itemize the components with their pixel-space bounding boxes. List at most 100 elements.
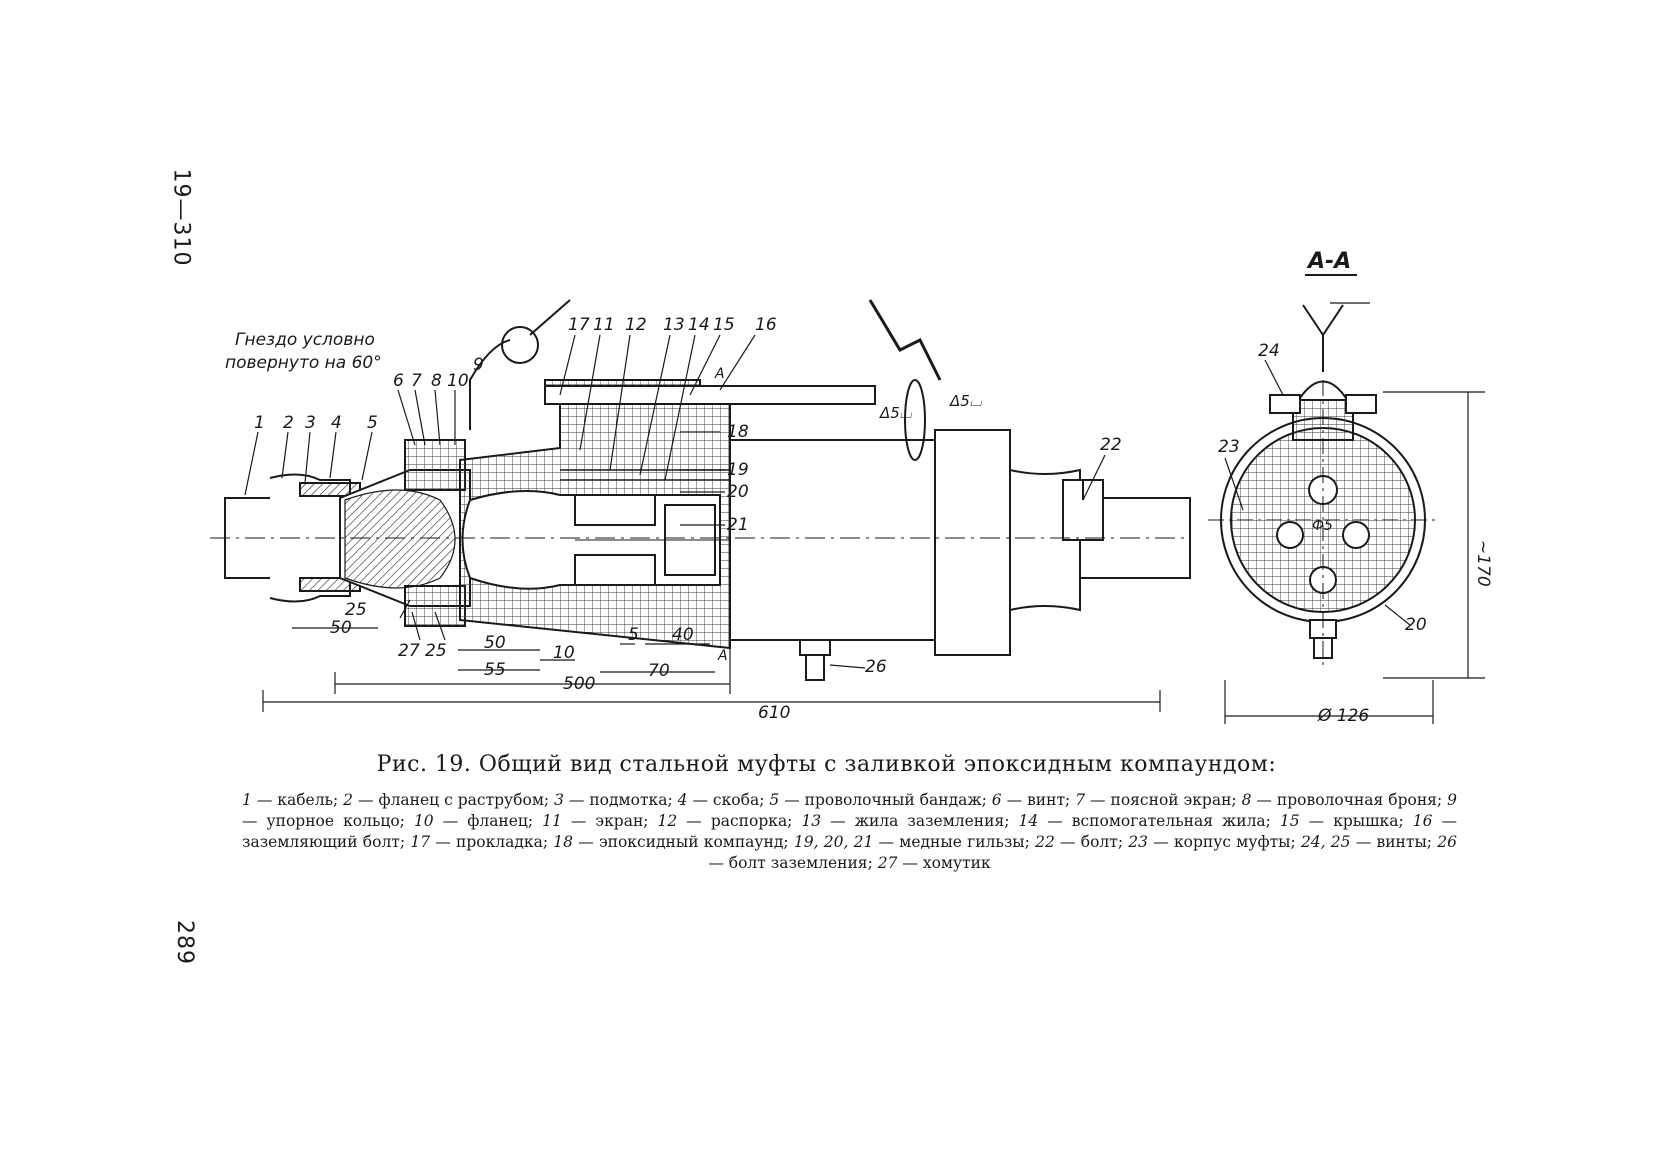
callout-24: 24 <box>1258 341 1280 361</box>
legend-item: 18 — эпоксидный компаунд; <box>553 833 794 851</box>
legend-number: 17 <box>410 833 431 851</box>
page-number: 289 <box>172 920 197 965</box>
legend-text: — крышка; <box>1299 812 1413 830</box>
note-line-2: повернуто на 60° <box>225 353 382 373</box>
dim-500: 500 <box>563 674 595 694</box>
callout-10: 10 <box>447 371 469 391</box>
legend-item: 6 — винт; <box>992 791 1075 809</box>
legend-text: — проволочный бандаж; <box>779 791 992 809</box>
dim-55: 55 <box>484 660 506 680</box>
legend-text: — упорное кольцо; <box>242 812 414 830</box>
legend-item: 14 — вспомогательная жила; <box>1019 812 1280 830</box>
callout-25: 25 <box>425 641 447 661</box>
callout-27: 27 <box>398 641 420 661</box>
callout-8: 8 <box>431 371 442 391</box>
dim-70: 70 <box>648 661 670 681</box>
legend-number: 24, 25 <box>1300 833 1351 851</box>
legend-text: — фланец с раструбом; <box>353 791 555 809</box>
dim-170: ~170 <box>1473 540 1493 587</box>
legend-number: 4 <box>677 791 688 809</box>
dim-50a: 50 <box>330 618 352 638</box>
legend-item: 16 — заземляющий болт; <box>242 812 1457 851</box>
callout-23: 23 <box>1218 437 1240 457</box>
callout-14: 14 <box>688 315 710 335</box>
legend-item: 7 — поясной экран; <box>1075 791 1241 809</box>
legend-text: — фланец; <box>433 812 543 830</box>
legend-item: 8 — проволочная броня; <box>1242 791 1448 809</box>
callout-15: 15 <box>713 315 735 335</box>
callout-16: 16 <box>755 315 777 335</box>
legend-text: — эпоксидный компаунд; <box>573 833 794 851</box>
legend-number: 18 <box>553 833 574 851</box>
callout-13: 13 <box>663 315 685 335</box>
dim-40: 40 <box>672 625 694 645</box>
legend-text: — экран; <box>561 812 658 830</box>
legend-text: — винт; <box>1001 791 1076 809</box>
legend-number: 9 <box>1447 791 1457 809</box>
legend-number: 1 <box>242 791 252 809</box>
legend-item: 1 — кабель; <box>242 791 343 809</box>
legend-item: 10 — фланец; <box>414 812 542 830</box>
legend-number: 22 <box>1035 833 1055 851</box>
figure-legend: 1 — кабель; 2 — фланец с раструбом; 3 — … <box>242 790 1457 874</box>
legend-number: 7 <box>1075 791 1086 809</box>
callout-3: 3 <box>305 413 316 433</box>
dim-50b: 50 <box>484 633 506 653</box>
callout-6: 6 <box>393 371 404 391</box>
callout-18: 18 <box>727 422 749 442</box>
legend-item: 27 — хомутик <box>878 854 991 872</box>
dim-610: 610 <box>758 703 790 723</box>
legend-number: 10 <box>413 812 434 830</box>
legend-number: 3 <box>554 791 564 809</box>
legend-number: 14 <box>1018 812 1039 830</box>
dim-10: 10 <box>553 643 575 663</box>
legend-text: — корпус муфты; <box>1148 833 1301 851</box>
callout-19: 19 <box>727 460 749 480</box>
legend-item: 17 — прокладка; <box>410 833 553 851</box>
legend-text: — распорка; <box>677 812 802 830</box>
legend-number: 2 <box>343 791 354 809</box>
legend-text: — болт; <box>1054 833 1129 851</box>
legend-text: — болт заземления; <box>708 854 878 872</box>
weld-mark-1: Δ5⌴ <box>879 404 913 422</box>
callout-7: 7 <box>411 371 422 391</box>
legend-text: — заземляющий болт; <box>242 812 1457 851</box>
legend-item: 26 — болт заземления; <box>708 833 1457 872</box>
legend-item: 4 — скоба; <box>678 791 770 809</box>
legend-number: 26 <box>1437 833 1457 851</box>
callout-20: 20 <box>727 482 749 502</box>
dim-126: Ø 126 <box>1317 706 1369 726</box>
callout-5: 5 <box>367 413 378 433</box>
legend-text: — поясной экран; <box>1085 791 1242 809</box>
legend-number: 19, 20, 21 <box>793 833 874 851</box>
legend-item: 23 — корпус муфты; <box>1128 833 1301 851</box>
dim-20: 20 <box>1405 615 1427 635</box>
legend-text: — кабель; <box>251 791 344 809</box>
legend-text: — скоба; <box>687 791 770 809</box>
legend-item: 12 — распорка; <box>658 812 802 830</box>
dim-5: 5 <box>628 625 639 645</box>
callout-26: 26 <box>865 657 887 677</box>
legend-item: 22 — болт; <box>1035 833 1128 851</box>
section-label: А-А <box>1306 249 1351 274</box>
legend-item: 13 — жила заземления; <box>801 812 1018 830</box>
legend-text: — хомутик <box>897 854 991 872</box>
legend-item: 19, 20, 21 — медные гильзы; <box>794 833 1035 851</box>
callout-22: 22 <box>1100 435 1122 455</box>
callout-21: 21 <box>727 515 749 535</box>
legend-text: — медные гильзы; <box>873 833 1036 851</box>
callout-1: 1 <box>254 413 265 433</box>
legend-number: 8 <box>1241 791 1252 809</box>
dim-phi5: Ф5 <box>1312 518 1333 534</box>
coupling-drawing: А-А Гнездо условно повернуто на 60° 1 2 … <box>210 249 1493 726</box>
legend-number: 27 <box>877 854 898 872</box>
legend-text: — жила заземления; <box>821 812 1019 830</box>
legend-text: — проволочная броня; <box>1251 791 1448 809</box>
legend-item: 9 — упорное кольцо; <box>242 791 1457 830</box>
legend-item: 5 — проволочный бандаж; <box>769 791 991 809</box>
section-marker-bottom: А <box>717 648 728 664</box>
section-marker-top: А <box>714 366 725 382</box>
legend-number: 13 <box>801 812 822 830</box>
legend-number: 23 <box>1128 833 1149 851</box>
callout-9: 9 <box>473 355 484 375</box>
